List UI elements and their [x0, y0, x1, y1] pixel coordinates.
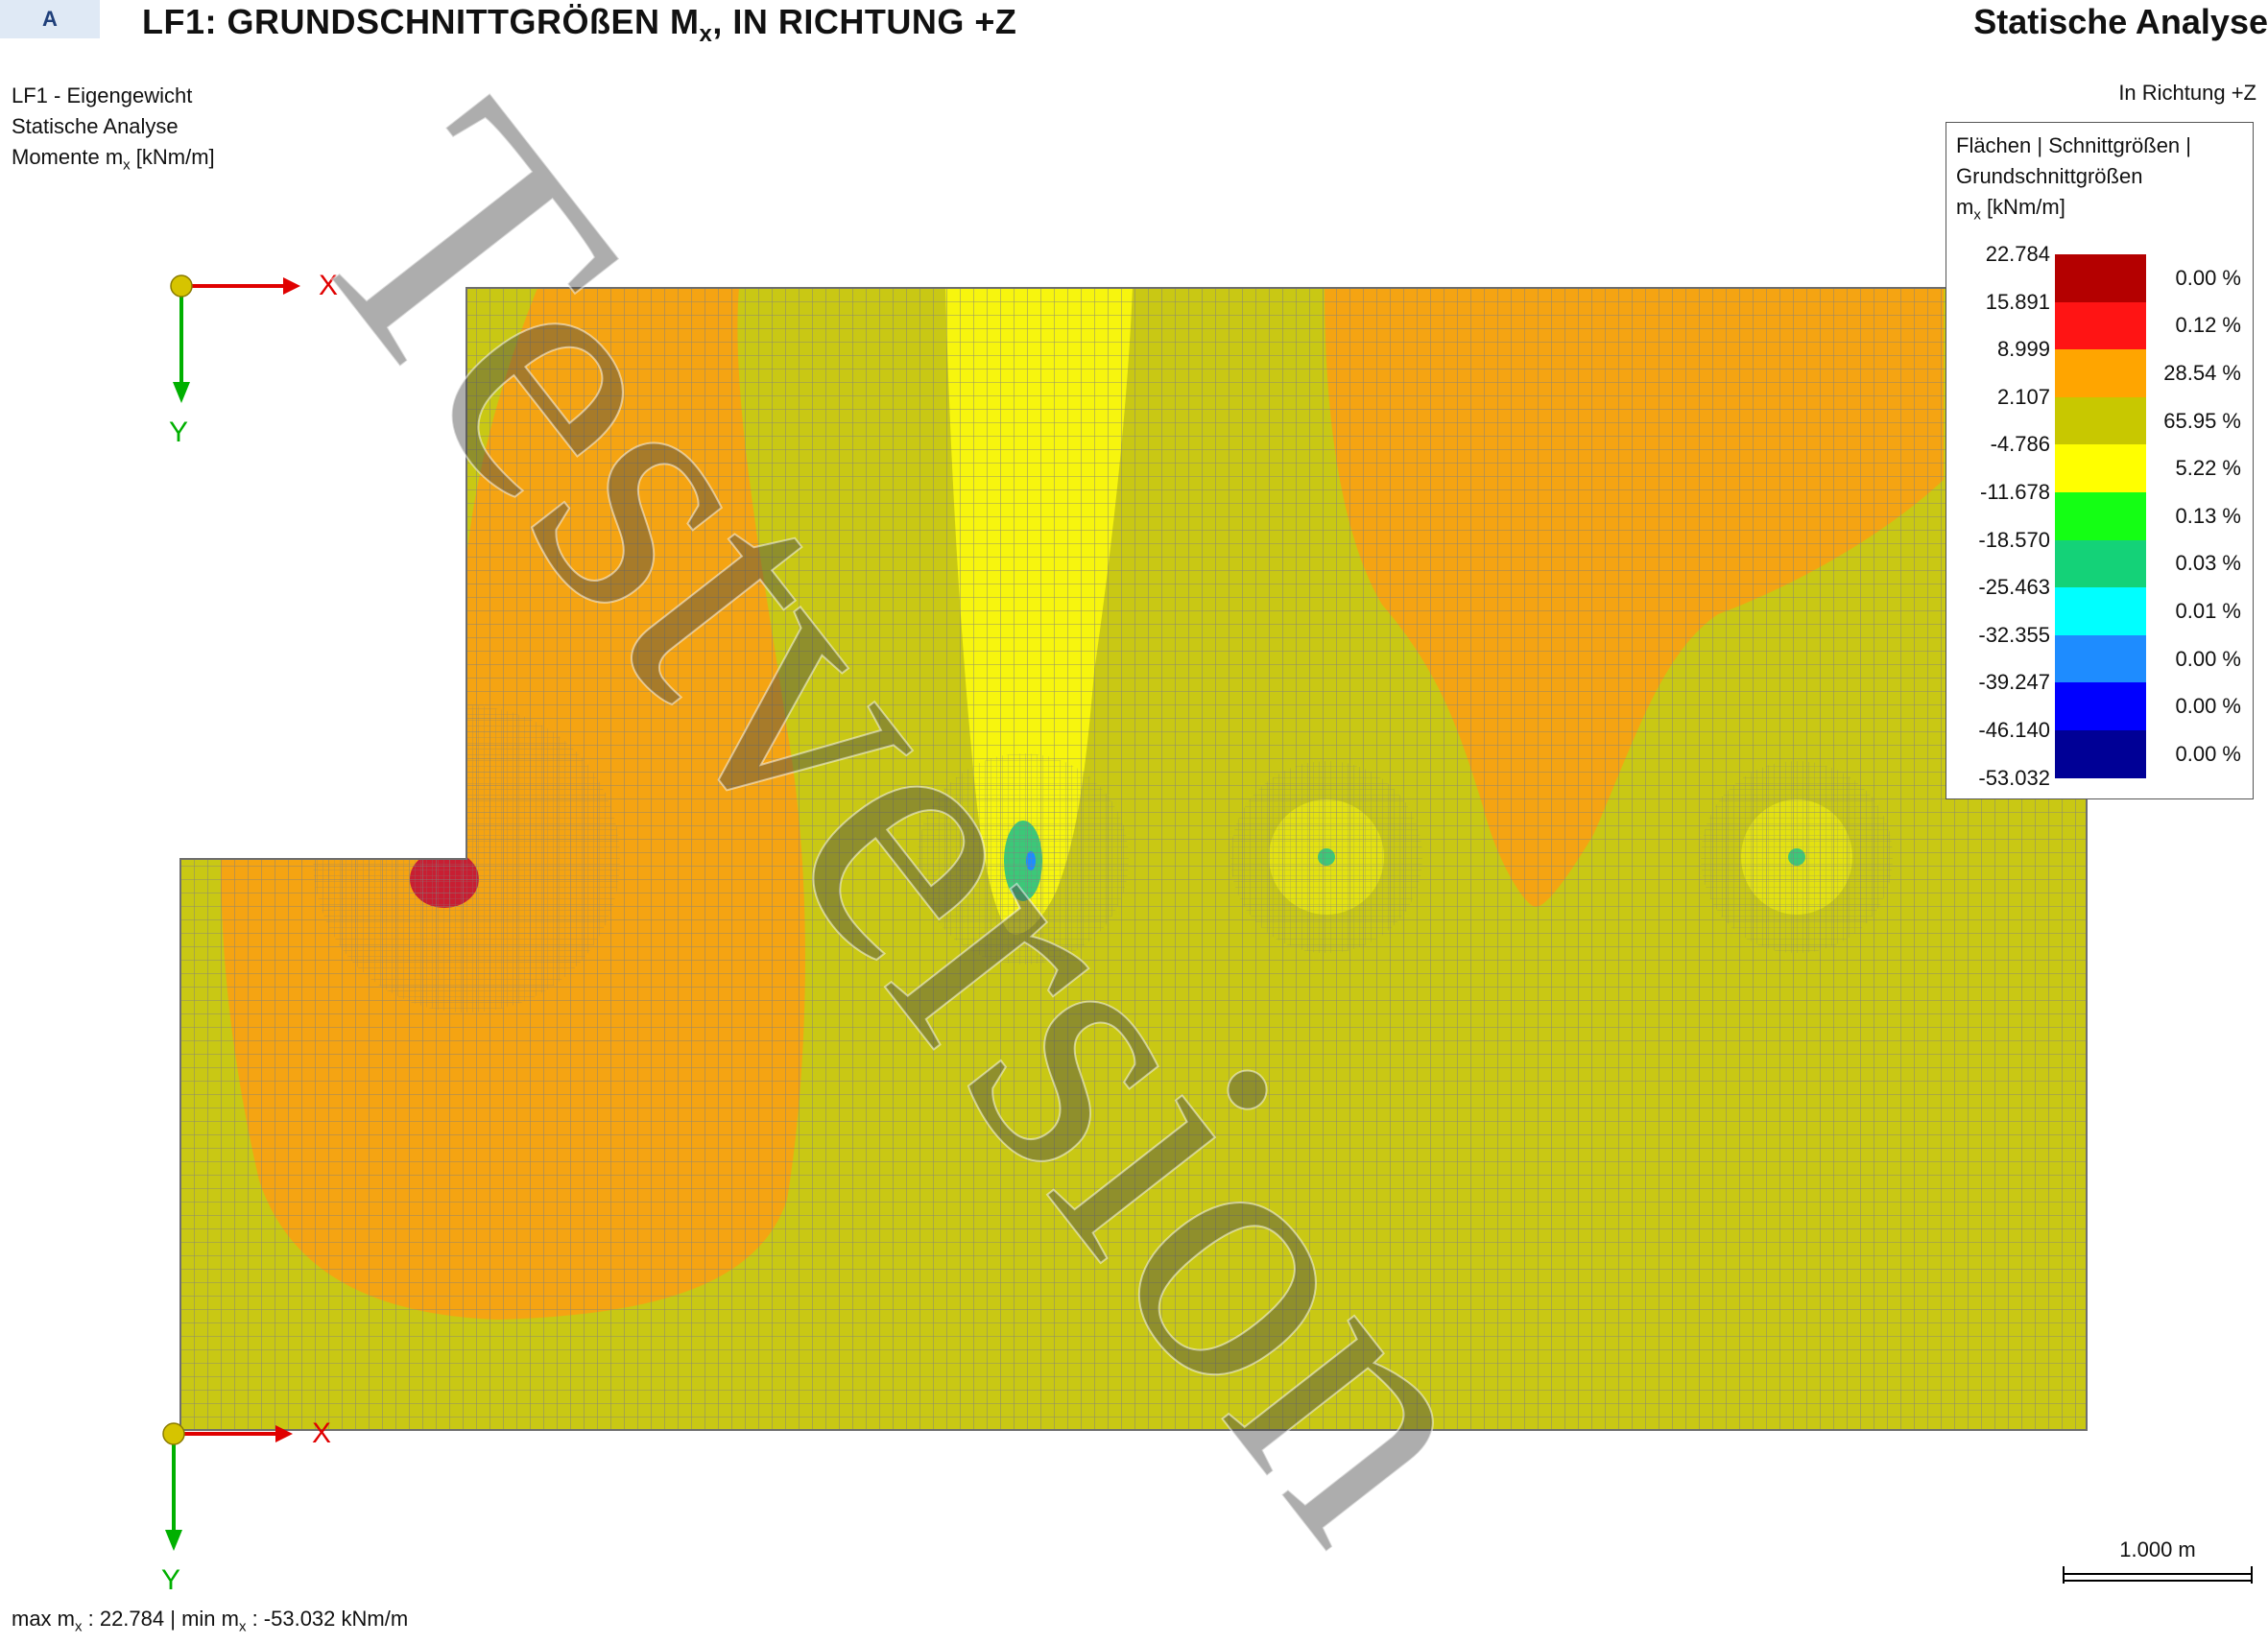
max-subscript: x [75, 1618, 83, 1635]
legend-tick-label: -25.463 [1978, 575, 2050, 600]
view-tab[interactable]: A [0, 0, 100, 38]
scale-bar: 1.000 m [2062, 1537, 2254, 1592]
axis-x-label-top: X [319, 270, 338, 301]
legend-percent-label: 5.22 % [2175, 456, 2242, 481]
axis-y-label-bottom: Y [161, 1564, 180, 1596]
legend-color-swatch [2055, 444, 2146, 492]
axis-triad-top: X Y [169, 270, 338, 448]
quantity-subscript: x [123, 156, 131, 174]
load-case-label: LF1 - Eigengewicht [12, 83, 193, 107]
quantity-text: Momente m [12, 145, 124, 169]
view-tab-label: A [42, 7, 58, 31]
legend-tick-label: -46.140 [1978, 718, 2050, 742]
legend-title-line1: Flächen | Schnittgrößen | [1956, 133, 2191, 157]
legend-color-swatch [2055, 730, 2146, 778]
scale-bar-graphic [2063, 1566, 2253, 1584]
legend-tick-label: -53.032 [1978, 765, 2050, 790]
header-bar: A LF1: GRUNDSCHNITTGRÖßEN Mx, IN RICHTUN… [0, 0, 2268, 50]
legend-color-swatch [2055, 492, 2146, 540]
legend-color-swatch [2055, 301, 2146, 350]
legend-percent-label: 0.13 % [2175, 503, 2242, 528]
scale-bar-label: 1.000 m [2119, 1537, 2196, 1561]
legend-percent-label: 0.12 % [2175, 313, 2242, 338]
legend-title-line2: Grundschnittgrößen [1956, 164, 2143, 188]
legend-percent-label: 0.01 % [2175, 599, 2242, 623]
color-legend[interactable]: Flächen | Schnittgrößen | Grundschnittgr… [1946, 122, 2254, 799]
legend-percent-label: 65.95 % [2163, 408, 2241, 433]
legend-color-swatch [2055, 254, 2146, 302]
max-label: max m [12, 1607, 75, 1631]
legend-percent-label: 0.03 % [2175, 551, 2242, 576]
legend-tick-label: -18.570 [1978, 527, 2050, 552]
quantity-unit: [kNm/m] [130, 145, 215, 169]
legend-tick-label: -4.786 [1990, 432, 2050, 457]
page-title-suffix: , IN RICHTUNG +Z [712, 2, 1017, 41]
legend-unit-suffix: [kNm/m] [1980, 195, 2065, 219]
fe-mesh-refinement-support-2 [1230, 761, 1422, 953]
legend-unit-subscript: x [1973, 206, 1981, 224]
legend-title: Flächen | Schnittgrößen | Grundschnittgr… [1956, 131, 2191, 230]
legend-tick-label: -39.247 [1978, 670, 2050, 695]
result-info: LF1 - Eigengewicht Statische Analyse Mom… [12, 81, 215, 180]
axis-y-label-top: Y [169, 417, 188, 448]
fe-mesh-refinement-support-1 [918, 753, 1129, 965]
axis-triad-bottom: X Y [161, 1418, 331, 1596]
legend-tick-label: -11.678 [1980, 480, 2050, 504]
legend-tick-label: 15.891 [1985, 289, 2050, 314]
min-subscript: x [238, 1618, 247, 1635]
quantity-label: Momente mx [kNm/m] [12, 142, 215, 180]
legend-color-swatch [2055, 682, 2146, 730]
min-value: : -53.032 kNm/m [246, 1607, 409, 1631]
legend-unit: mx [kNm/m] [1956, 192, 2191, 230]
legend-percent-label: 0.00 % [2175, 646, 2242, 671]
page-title-text: LF1: GRUNDSCHNITTGRÖßEN M [142, 2, 700, 41]
legend-color-swatch [2055, 587, 2146, 635]
legend-color-swatch [2055, 634, 2146, 683]
min-max-summary: max mx : 22.784 | min mx : -53.032 kNm/m [12, 1607, 408, 1634]
legend-color-swatch [2055, 396, 2146, 445]
legend-tick-label: 2.107 [1996, 384, 2050, 409]
page-title-subscript: x [699, 21, 713, 48]
legend-percent-label: 0.00 % [2175, 265, 2242, 290]
page-title: LF1: GRUNDSCHNITTGRÖßEN Mx, IN RICHTUNG … [142, 2, 1016, 48]
legend-percent-label: 0.00 % [2175, 694, 2242, 719]
legend-tick-label: 8.999 [1996, 337, 2050, 362]
analysis-label: Statische Analyse [12, 114, 179, 138]
fe-mesh-refinement-support-3 [1701, 761, 1893, 953]
plate-contour [180, 288, 2087, 1430]
max-value: : 22.784 | min m [82, 1607, 239, 1631]
direction-label: In Richtung +Z [2118, 81, 2256, 105]
legend-tick-label: -32.355 [1978, 622, 2050, 647]
analysis-type-label: Statische Analyse [1973, 2, 2268, 41]
legend-unit-text: m [1956, 195, 1974, 219]
legend-percent-label: 0.00 % [2175, 741, 2242, 766]
legend-percent-label: 28.54 % [2163, 361, 2241, 385]
axis-x-label-bottom: X [312, 1418, 331, 1449]
legend-color-swatch [2055, 349, 2146, 397]
legend-tick-label: 22.784 [1985, 242, 2050, 266]
legend-color-swatch [2055, 539, 2146, 588]
